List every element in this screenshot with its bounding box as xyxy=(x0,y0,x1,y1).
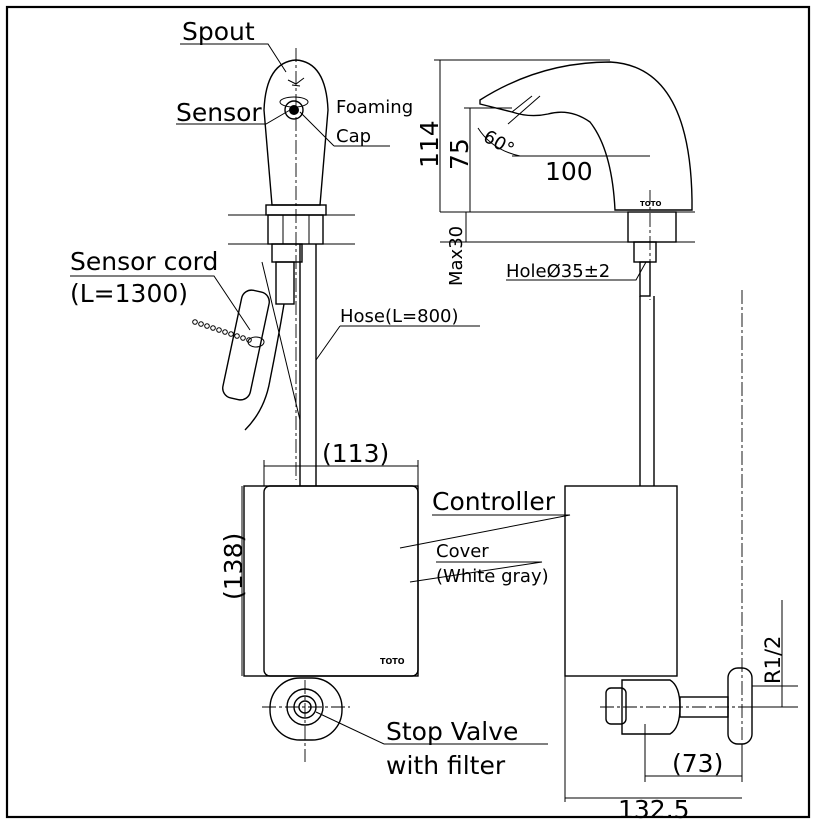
thread-dim: R1/2 xyxy=(761,636,785,684)
sensor-window xyxy=(284,100,304,120)
controller-height-dim: (138) xyxy=(219,533,248,600)
with-filter-label: with filter xyxy=(386,751,506,780)
stop-valve-inner xyxy=(298,700,312,714)
cap-label: Cap xyxy=(336,126,371,147)
spout-profile xyxy=(479,61,693,211)
drawing-border xyxy=(5,5,811,819)
angle-arc xyxy=(477,127,521,157)
spout-label: Spout xyxy=(182,17,255,46)
side-plug xyxy=(639,261,651,297)
cover-brand: TOTO xyxy=(380,657,405,666)
controller-leader xyxy=(399,514,571,549)
bead-chain xyxy=(192,319,265,348)
controller-outer xyxy=(243,485,419,677)
max-deck-dim: Max30 xyxy=(446,226,467,286)
height-total-dim: 114 xyxy=(415,120,444,168)
stop-valve-outer xyxy=(286,688,324,726)
mount-shank xyxy=(267,214,324,245)
stop-valve-label: Stop Valve xyxy=(386,717,518,746)
cover-leader xyxy=(409,561,543,583)
spout-brand: TOTO xyxy=(640,200,662,208)
cord-plug xyxy=(275,261,295,305)
side-controller xyxy=(564,485,678,677)
sensor-cord-leader xyxy=(70,275,251,331)
stop-valve-leader xyxy=(315,711,548,745)
spout-leader xyxy=(180,43,287,73)
overall-depth-dim: 132.5 xyxy=(618,795,690,822)
valve-offset-dim: (73) xyxy=(672,749,723,778)
foaming-label: Foaming xyxy=(336,97,413,118)
side-connector xyxy=(633,241,657,263)
spout-mark xyxy=(287,77,305,87)
sensor-cord-line xyxy=(244,303,285,431)
stop-valve-body xyxy=(269,677,343,741)
side-valve-cap xyxy=(605,687,627,725)
hole-dim: HoleØ35±2 xyxy=(506,261,610,282)
cover-label: Cover xyxy=(436,541,489,562)
controller-label: Controller xyxy=(432,487,556,516)
height-outlet-dim: 75 xyxy=(445,138,474,170)
sensor-label: Sensor xyxy=(176,98,262,127)
stop-valve-mid xyxy=(293,695,317,719)
side-valve-flange xyxy=(727,667,753,745)
reach-dim: 100 xyxy=(545,157,593,186)
angle-dim: 60° xyxy=(480,126,518,160)
side-mount xyxy=(627,211,677,243)
sensor-cord-length: (L=1300) xyxy=(70,279,188,308)
front-view: TOTO (113) (138) Spout Sensor Foaming Ca… xyxy=(70,17,571,780)
controller-width-dim: (113) xyxy=(322,439,389,468)
spout-body xyxy=(263,59,329,206)
hose-label: Hose(L=800) xyxy=(340,306,459,327)
sensor-cord-bundle xyxy=(222,289,270,401)
sensor-cord-label: Sensor cord xyxy=(70,247,218,276)
hose-leader xyxy=(315,325,480,361)
hole-leader xyxy=(506,261,647,281)
sensor-bezel xyxy=(279,96,309,108)
cord-connector xyxy=(271,243,303,263)
controller-cover xyxy=(263,485,419,677)
sensor-lens xyxy=(289,105,299,115)
cover-color-label: (White gray) xyxy=(436,566,549,587)
sensor-leader xyxy=(176,109,291,125)
side-view: TOTO 114 75 60° 100 Max30 xyxy=(415,59,798,822)
foaming-cap-leader xyxy=(299,111,390,147)
